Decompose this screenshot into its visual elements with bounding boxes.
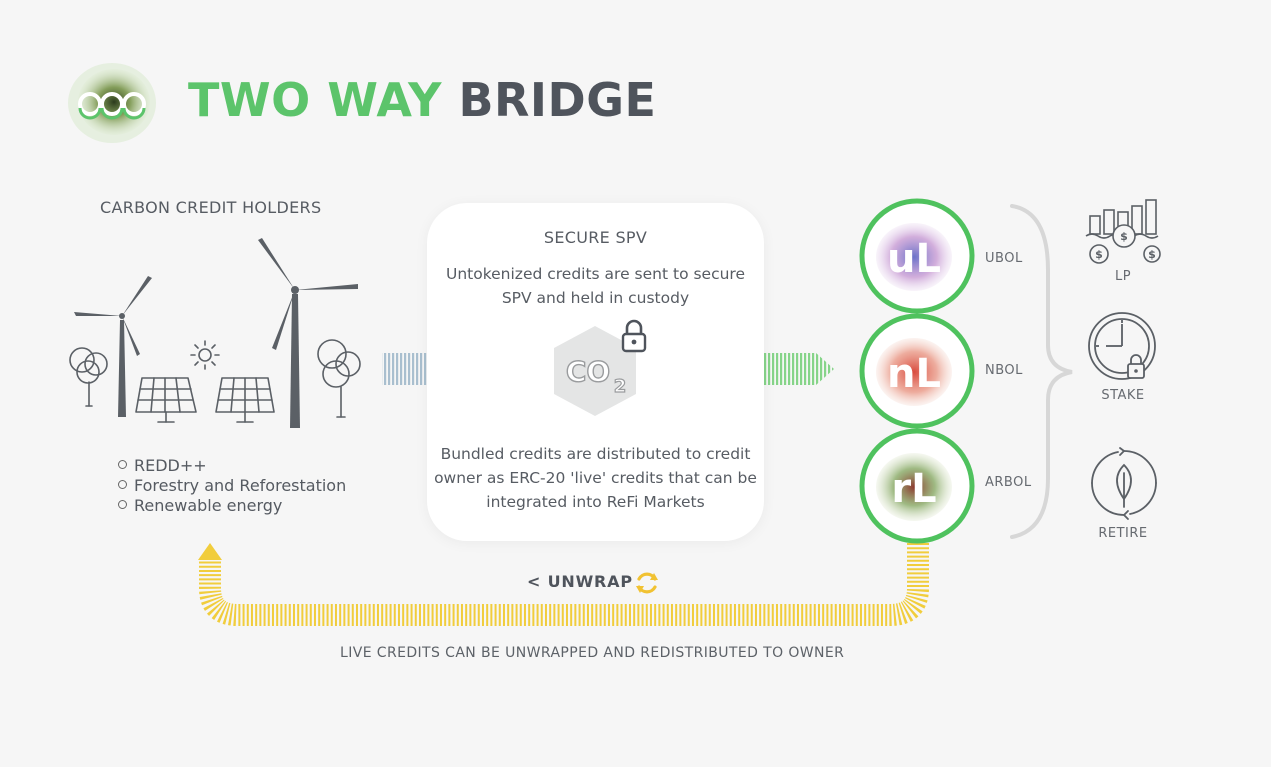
list-item: REDD++	[118, 456, 346, 476]
logo	[66, 58, 158, 148]
liquidity-pool-icon: $ $ $	[1082, 196, 1166, 268]
renewables-illustration	[62, 232, 372, 432]
svg-text:$: $	[1095, 248, 1103, 261]
use-label-retire: RETIRE	[1083, 526, 1163, 541]
footer-caption: LIVE CREDITS CAN BE UNWRAPPED AND REDIST…	[340, 645, 844, 661]
svg-text:$: $	[1148, 248, 1156, 261]
spv-description-top: Untokenized credits are sent to secure S…	[440, 262, 751, 310]
co2-subscript: 2	[614, 376, 627, 397]
unwrap-label: < UNWRAP	[527, 572, 633, 591]
padlock-icon	[623, 321, 645, 351]
holders-heading: CARBON CREDIT HOLDERS	[100, 198, 321, 217]
stake-clock-lock-icon	[1084, 310, 1164, 386]
use-label-lp: LP	[1083, 269, 1163, 284]
unwrap-text: UNWRAP	[548, 572, 633, 591]
token-arbol: rL	[858, 427, 976, 549]
title-green-part: TWO WAY	[188, 73, 442, 127]
svg-text:uL: uL	[887, 236, 941, 282]
title-dark-part: BRIDGE	[458, 73, 656, 127]
page-title: TWO WAY BRIDGE	[188, 72, 656, 128]
use-label-stake: STAKE	[1083, 388, 1163, 403]
tree-right-icon	[318, 340, 360, 417]
wind-turbine-large-icon	[258, 238, 358, 428]
tree-left-icon	[70, 348, 107, 406]
chevron-left-icon: <	[527, 572, 541, 591]
co2-hexagon-icon: CO 2	[546, 316, 656, 426]
token-label-nbol: NBOL	[985, 363, 1023, 378]
spv-description-bottom: Bundled credits are distributed to credi…	[430, 442, 761, 514]
token-label-ubol: UBOL	[985, 251, 1023, 266]
solar-panel-right-icon	[216, 378, 274, 422]
token-ubol: uL	[858, 197, 976, 319]
svg-text:$: $	[1120, 230, 1128, 243]
sun-icon	[191, 341, 219, 369]
spv-title: SECURE SPV	[427, 228, 764, 247]
svg-text:nL: nL	[887, 351, 941, 397]
token-label-arbol: ARBOL	[985, 475, 1032, 490]
solar-panel-left-icon	[136, 378, 196, 422]
refresh-icon	[634, 570, 660, 596]
token-nbol: nL	[858, 312, 976, 434]
list-item: Renewable energy	[118, 496, 346, 516]
list-item: Forestry and Reforestation	[118, 476, 346, 496]
retire-leaf-icon	[1086, 445, 1162, 521]
co2-text: CO	[566, 355, 610, 388]
holder-types-list: REDD++ Forestry and Reforestation Renewa…	[118, 456, 346, 516]
wind-turbine-small-icon	[74, 276, 152, 417]
svg-text:rL: rL	[891, 466, 936, 512]
